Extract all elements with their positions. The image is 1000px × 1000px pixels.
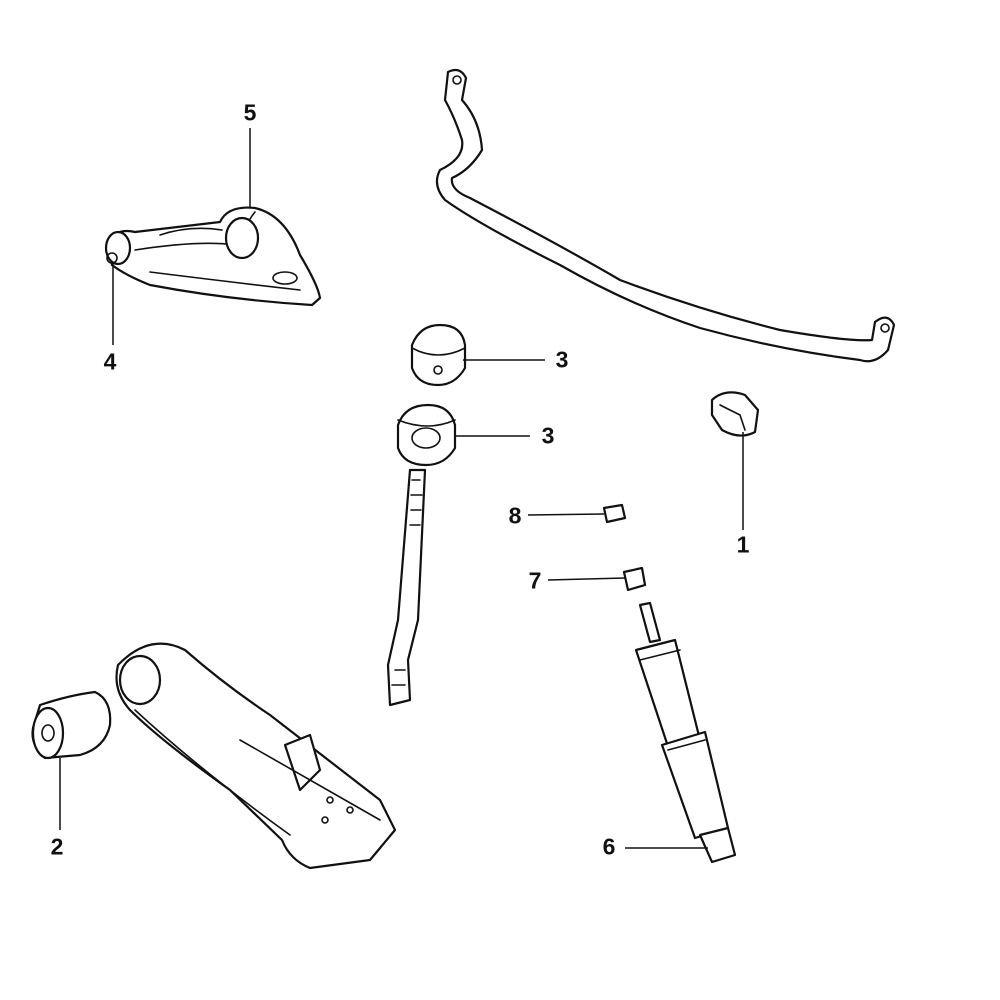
stabilizer-bar bbox=[435, 68, 896, 363]
callout-3a: 3 bbox=[555, 346, 569, 373]
washer-8 bbox=[602, 503, 627, 524]
callout-4: 4 bbox=[103, 348, 117, 375]
stabilizer-bushing bbox=[710, 391, 760, 437]
upper-control-arm bbox=[104, 206, 322, 307]
strut-rod bbox=[386, 468, 427, 707]
callout-2: 2 bbox=[50, 833, 64, 860]
bushing-upper bbox=[410, 323, 467, 387]
callout-1: 1 bbox=[736, 531, 750, 558]
callout-8: 8 bbox=[508, 502, 522, 529]
callout-3b: 3 bbox=[541, 422, 555, 449]
callout-7: 7 bbox=[528, 567, 542, 594]
callout-6: 6 bbox=[602, 833, 616, 860]
shock-absorber bbox=[634, 601, 737, 864]
bushing-lower bbox=[396, 403, 457, 467]
leader-lines bbox=[59, 128, 744, 849]
callout-5: 5 bbox=[243, 99, 257, 126]
lower-arm-bushing bbox=[31, 690, 112, 760]
lower-control-arm bbox=[115, 642, 397, 870]
washer-7 bbox=[622, 566, 647, 592]
